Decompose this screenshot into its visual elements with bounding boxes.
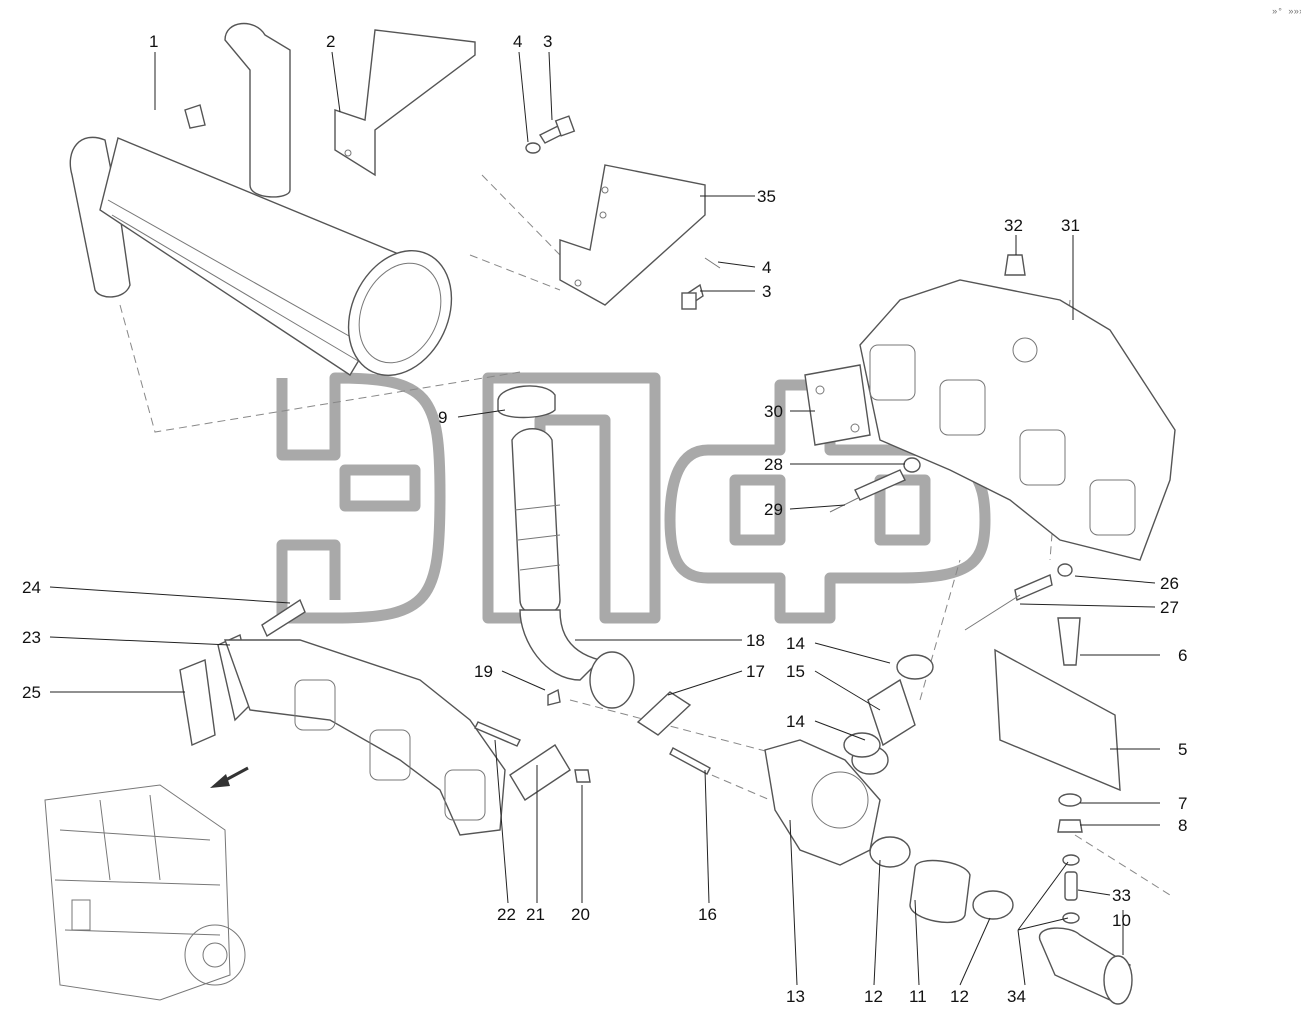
callout-10: 10 bbox=[1112, 911, 1131, 930]
callout-24: 24 bbox=[22, 578, 41, 597]
view-direction-arrow bbox=[210, 766, 249, 788]
callout-30: 30 bbox=[764, 402, 783, 421]
callout-19: 19 bbox=[474, 662, 493, 681]
exhaust-manifold-31 bbox=[859, 279, 1176, 561]
callout-17: 17 bbox=[746, 662, 765, 681]
bolt-6 bbox=[1057, 617, 1081, 666]
gasket-17 bbox=[636, 691, 692, 736]
clamp-12-left bbox=[869, 836, 911, 868]
bolts-and-washers-top bbox=[525, 115, 1026, 310]
callout-18: 18 bbox=[746, 631, 765, 650]
studs-and-nuts bbox=[261, 563, 1073, 783]
callout-33: 33 bbox=[1112, 886, 1131, 905]
callout-22: 22 bbox=[497, 905, 516, 924]
hose-15-with-clamps bbox=[843, 654, 934, 758]
callout-26: 26 bbox=[1160, 574, 1179, 593]
callout-28: 28 bbox=[764, 455, 783, 474]
callout-6: 6 bbox=[1178, 646, 1187, 665]
heat-shield-5 bbox=[994, 648, 1121, 792]
callout-1: 1 bbox=[149, 32, 158, 51]
callout-3: 3 bbox=[543, 32, 552, 51]
clamp-12-right bbox=[972, 890, 1014, 920]
callout-25: 25 bbox=[22, 683, 41, 702]
callout-21: 21 bbox=[526, 905, 545, 924]
callout-4: 4 bbox=[513, 32, 522, 51]
washer-7 bbox=[1058, 793, 1082, 807]
bracket-2 bbox=[334, 29, 476, 177]
callout-12: 12 bbox=[950, 987, 969, 1006]
callouts: 1 2 4 3 35 4 3 32 31 9 30 28 29 24 23 25… bbox=[22, 32, 1187, 1006]
callout-34: 34 bbox=[1007, 987, 1026, 1006]
callout-2: 2 bbox=[326, 32, 335, 51]
callout-4: 4 bbox=[762, 258, 771, 277]
corner-mark: »° »»» bbox=[1272, 7, 1301, 17]
callout-35: 35 bbox=[757, 187, 776, 206]
flex-pipe-18 bbox=[511, 428, 635, 709]
o-ring-28 bbox=[903, 457, 921, 473]
callout-29: 29 bbox=[764, 500, 783, 519]
hose-11 bbox=[909, 859, 971, 923]
clamp-9 bbox=[497, 385, 556, 419]
callout-8: 8 bbox=[1178, 816, 1187, 835]
callout-32: 32 bbox=[1004, 216, 1023, 235]
callout-23: 23 bbox=[22, 628, 41, 647]
callout-31: 31 bbox=[1061, 216, 1080, 235]
callout-20: 20 bbox=[571, 905, 590, 924]
callout-12: 12 bbox=[864, 987, 883, 1006]
callout-15: 15 bbox=[786, 662, 805, 681]
nut-8 bbox=[1057, 819, 1083, 833]
callout-11: 11 bbox=[909, 987, 927, 1006]
callout-3: 3 bbox=[762, 282, 771, 301]
callout-9: 9 bbox=[438, 408, 447, 427]
ring-34-lower bbox=[1062, 912, 1080, 924]
fitting-33 bbox=[1064, 871, 1078, 901]
engine-thumbnail bbox=[44, 784, 246, 1001]
callout-16: 16 bbox=[698, 905, 717, 924]
ring-34-upper bbox=[1062, 854, 1080, 866]
gasket-25 bbox=[179, 659, 216, 747]
gasket-21 bbox=[509, 744, 571, 801]
leader-lines bbox=[49, 51, 1160, 986]
pipe-10 bbox=[1039, 927, 1133, 1005]
callout-5: 5 bbox=[1178, 740, 1187, 759]
muffler bbox=[69, 22, 453, 377]
turbocharger-13 bbox=[764, 739, 889, 866]
callout-13: 13 bbox=[786, 987, 805, 1006]
callout-14: 14 bbox=[786, 712, 805, 731]
callout-14: 14 bbox=[786, 634, 805, 653]
callout-7: 7 bbox=[1178, 794, 1187, 813]
exhaust-manifold-lower bbox=[224, 639, 506, 836]
bracket-35 bbox=[559, 164, 706, 306]
callout-27: 27 bbox=[1160, 598, 1179, 617]
gasket-30 bbox=[804, 364, 871, 446]
